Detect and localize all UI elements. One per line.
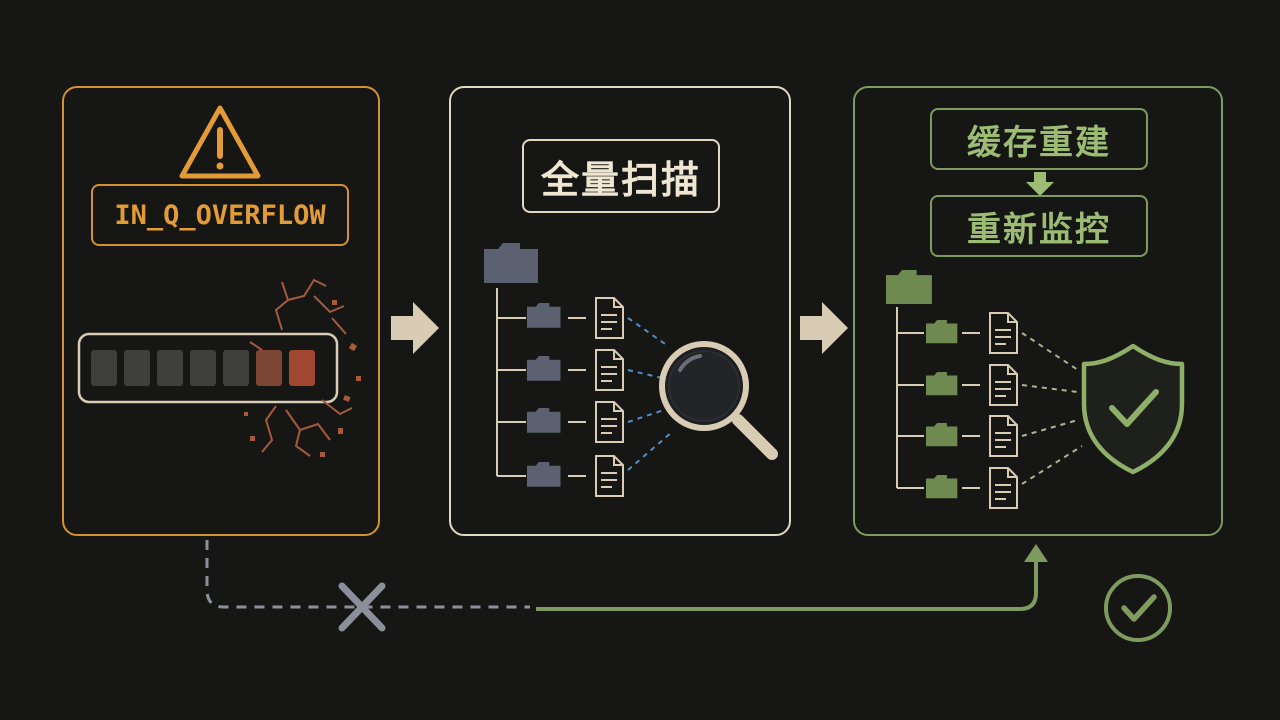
arrow-up-icon [1024,544,1048,562]
queue-slot [157,350,183,386]
success-check-icon [1104,574,1172,642]
failed-path [205,540,530,609]
queue-slot-overflowed [256,350,282,386]
folder-icon [926,320,958,344]
panel-recover [853,86,1223,536]
document-icon [595,297,624,339]
overflow-label: IN_Q_OVERFLOW [91,184,349,246]
queue-slot [190,350,216,386]
recovery-path [536,560,1038,611]
queue-slot-overflowed [289,350,315,386]
rewatch-label: 重新监控 [930,195,1148,257]
document-icon [595,455,624,497]
arrow-right-icon [800,302,848,354]
document-icon [989,415,1018,457]
fail-cross-icon [338,582,386,632]
arrow-down-icon [1026,172,1054,196]
panel-overflow [62,86,380,536]
queue-slot [124,350,150,386]
document-icon [595,349,624,391]
queue-bar [77,332,339,404]
folder-icon [527,356,561,381]
folder-icon [527,303,561,328]
queue-slot [223,350,249,386]
folder-icon [926,475,958,499]
document-icon [989,364,1018,406]
folder-icon [527,462,561,487]
document-icon [595,401,624,443]
folder-icon [926,372,958,396]
folder-icon [926,423,958,447]
warning-icon [179,105,261,179]
arrow-right-icon [391,302,439,354]
full-scan-label: 全量扫描 [522,139,720,213]
panel-scan [449,86,791,536]
crack-icon [249,278,353,457]
magnifier-icon [659,341,778,460]
debris-icon [244,300,361,457]
queue-slot [91,350,117,386]
file-tree [484,243,673,497]
cache-rebuild-label: 缓存重建 [930,108,1148,170]
document-icon [989,312,1018,354]
file-tree-restored [886,270,1083,509]
folder-icon [527,408,561,433]
document-icon [989,467,1018,509]
shield-check-icon [1081,343,1185,475]
